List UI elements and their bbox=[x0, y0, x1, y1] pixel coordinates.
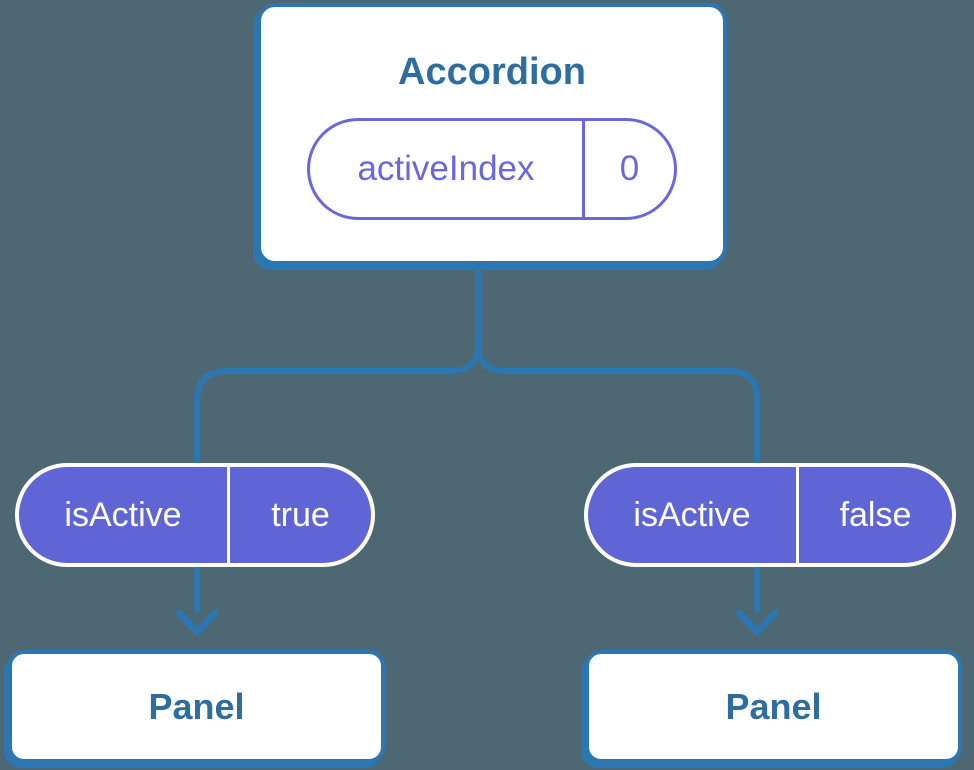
state-value: 0 bbox=[619, 149, 640, 188]
prop-value: true bbox=[271, 495, 330, 534]
panel-title: Panel bbox=[148, 685, 245, 727]
accordion-box: Accordion activeIndex 0 bbox=[257, 3, 727, 265]
panel-title: Panel bbox=[725, 685, 822, 727]
arrow-down-icon bbox=[735, 609, 779, 636]
component-title: Accordion bbox=[398, 51, 586, 93]
pill-divider bbox=[796, 467, 799, 563]
arrow-down-icon bbox=[175, 609, 219, 636]
panel-box-right: Panel bbox=[585, 650, 962, 763]
prop-pill-right: isActive false bbox=[584, 463, 956, 567]
prop-label: isActive bbox=[64, 495, 182, 534]
panel-box-left: Panel bbox=[8, 650, 385, 763]
pill-divider bbox=[227, 467, 230, 563]
state-pill: activeIndex 0 bbox=[307, 118, 677, 220]
pill-divider bbox=[582, 121, 585, 217]
state-label: activeIndex bbox=[357, 149, 535, 188]
connector-branch-right bbox=[475, 343, 760, 612]
connector-branch-left bbox=[194, 343, 481, 612]
prop-pill-left: isActive true bbox=[15, 463, 375, 567]
prop-label: isActive bbox=[633, 495, 751, 534]
prop-value: false bbox=[839, 495, 912, 534]
